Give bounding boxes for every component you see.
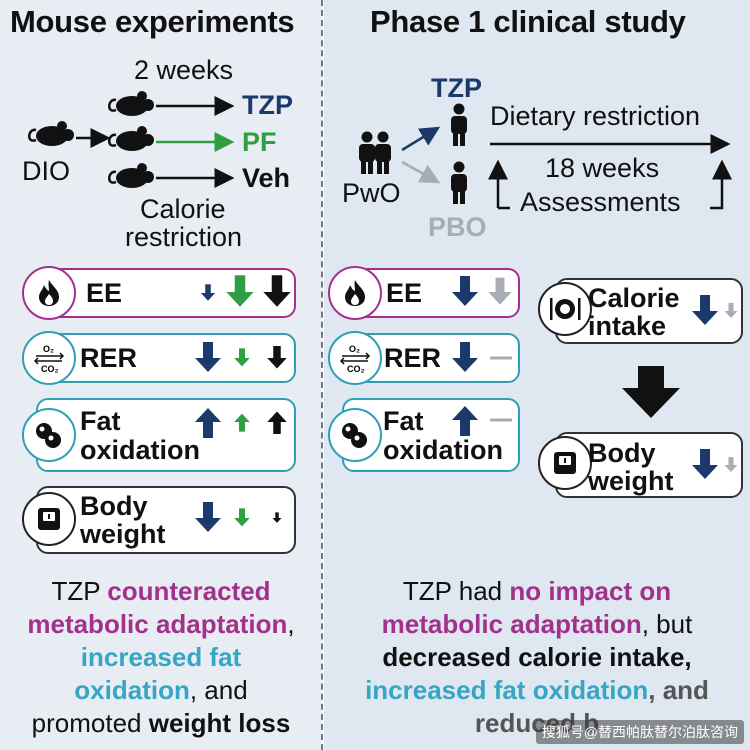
left-footer-l4b: , and bbox=[189, 675, 248, 705]
left-footer-l3: increased fat bbox=[80, 642, 242, 672]
ee-label-right: EE bbox=[386, 278, 423, 308]
rer-pf-down bbox=[234, 348, 250, 367]
left-footer-l4a: oxidation bbox=[74, 675, 190, 705]
pbo-label: PBO bbox=[428, 212, 487, 242]
plate-cutlery-icon bbox=[538, 282, 592, 336]
calorie-to-weight-arrow bbox=[622, 366, 680, 418]
svg-text:O₂: O₂ bbox=[43, 344, 54, 354]
body-label-right-2: weight bbox=[588, 466, 674, 496]
dietary-restriction-label: Dietary restriction bbox=[490, 101, 701, 131]
dio-label: DIO bbox=[22, 156, 71, 186]
watermark: 搜狐号@替西帕肽替尔泊肽咨询 bbox=[535, 720, 744, 744]
svg-text:O₂: O₂ bbox=[349, 344, 360, 354]
calorie-pbo-down bbox=[724, 303, 738, 318]
fat-oxidation-card-right bbox=[342, 398, 520, 472]
right-tzp-label: TZP bbox=[431, 73, 482, 103]
calorie-restriction-line2: restriction bbox=[125, 222, 243, 252]
weeks-label: 18 weeks bbox=[545, 153, 660, 183]
left-footer-l5a: promoted bbox=[31, 708, 149, 738]
fat-tzp-up bbox=[195, 408, 221, 438]
rer-label-left: RER bbox=[80, 343, 138, 373]
rer-veh-down bbox=[267, 346, 287, 369]
fat-right-tzp-up bbox=[452, 406, 478, 436]
right-footer-l2b: , but bbox=[641, 609, 693, 639]
rer-tzp-down bbox=[195, 342, 221, 372]
right-header: Phase 1 clinical study bbox=[370, 4, 686, 39]
body-tzp-down bbox=[195, 502, 221, 532]
flame-icon bbox=[22, 266, 76, 320]
calorie-tzp-down bbox=[692, 295, 718, 325]
flame-icon bbox=[328, 266, 382, 320]
svg-text:CO₂: CO₂ bbox=[347, 364, 365, 374]
arm-pf: PF bbox=[242, 127, 277, 157]
fat-droplets-icon bbox=[22, 408, 76, 462]
right-footer-l4a: increased fat oxidation bbox=[365, 675, 649, 705]
body-right-pbo-down bbox=[724, 457, 738, 472]
fat-label-right-2: oxidation bbox=[383, 435, 503, 465]
arm-veh: Veh bbox=[242, 163, 291, 193]
fat-oxidation-card-left bbox=[36, 398, 296, 472]
body-veh-down bbox=[272, 512, 282, 523]
rer-card-left bbox=[36, 333, 296, 383]
fat-droplets-icon bbox=[328, 408, 382, 462]
gas-exchange-icon: O₂ CO₂ bbox=[328, 331, 382, 385]
right-footer-l1b: no impact on bbox=[509, 576, 672, 606]
ee-right-pbo-down bbox=[488, 277, 512, 305]
fat-label-right-1: Fat bbox=[383, 406, 424, 436]
ee-tzp-down-small bbox=[200, 284, 216, 301]
left-footer-l1b: counteracted bbox=[107, 576, 271, 606]
body-label-right-1: Body bbox=[588, 438, 656, 468]
left-footer-l5b: weight loss bbox=[148, 708, 291, 738]
body-label-left-2: weight bbox=[80, 519, 166, 549]
scale-icon bbox=[22, 492, 76, 546]
svg-text:CO₂: CO₂ bbox=[41, 364, 59, 374]
left-conclusion: TZP counteracted metabolic adaptation, i… bbox=[0, 575, 322, 740]
ee-label-left: EE bbox=[86, 278, 123, 308]
ee-right-tzp-down bbox=[452, 276, 478, 306]
pwo-label: PwO bbox=[342, 178, 401, 208]
calorie-label-1: Calorie bbox=[588, 283, 680, 313]
left-header: Mouse experiments bbox=[10, 4, 295, 39]
fat-label-left-2: oxidation bbox=[80, 435, 200, 465]
right-footer-l4b: , and bbox=[648, 675, 709, 705]
ee-pf-down-large bbox=[226, 275, 254, 307]
left-footer-l1a: TZP bbox=[51, 576, 108, 606]
rer-right-tzp-down bbox=[452, 342, 478, 372]
fat-pf-up bbox=[234, 413, 250, 432]
calorie-label-2: intake bbox=[588, 311, 667, 341]
gas-exchange-icon: O₂ CO₂ bbox=[22, 331, 76, 385]
fat-veh-up bbox=[267, 411, 287, 434]
right-footer-l1a: TZP had bbox=[402, 576, 510, 606]
duration-label: 2 weeks bbox=[134, 55, 234, 85]
right-footer-l3: decreased calorie intake, bbox=[382, 642, 692, 672]
left-footer-l2a: metabolic adaptation bbox=[27, 609, 288, 639]
body-label-left-1: Body bbox=[80, 491, 148, 521]
ee-veh-down-large bbox=[263, 275, 291, 307]
fat-label-left-1: Fat bbox=[80, 406, 121, 436]
body-pf-down bbox=[234, 508, 250, 527]
right-conclusion: TZP had no impact on metabolic adaptatio… bbox=[324, 575, 750, 740]
panel-divider bbox=[321, 0, 323, 750]
body-right-tzp-down bbox=[692, 449, 718, 479]
calorie-restriction-line1: Calorie bbox=[140, 194, 226, 224]
body-weight-card-left bbox=[36, 486, 296, 554]
left-footer-l2b: , bbox=[287, 609, 295, 639]
assessments-label: Assessments bbox=[520, 187, 681, 217]
arm-tzp: TZP bbox=[242, 90, 293, 120]
rer-label-right: RER bbox=[384, 343, 442, 373]
scale-icon bbox=[538, 436, 592, 490]
right-footer-l2a: metabolic adaptation bbox=[381, 609, 642, 639]
